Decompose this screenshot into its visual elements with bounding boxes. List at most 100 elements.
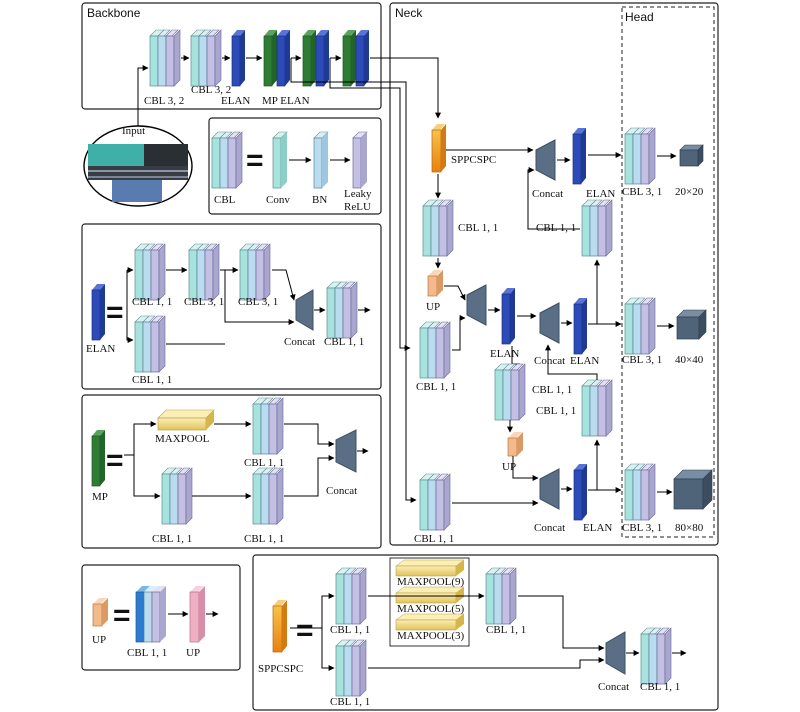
cbl-definition-panel: = CBL Conv BN Leaky ReLU [208, 117, 382, 215]
conv-label: Conv [266, 194, 290, 206]
equals-sign-mp: = [106, 444, 124, 477]
head-cbl-3 [624, 463, 656, 521]
neck-sppcspc-label: SPPCSPC [451, 154, 496, 166]
spp-concat-label: Concat [598, 681, 629, 693]
elan-cbl-3 [239, 243, 271, 301]
sppcspc-definition-panel: SPPCSPC = MAXPOOL(9) MAXPOOL(5) MAXPOOL(… [252, 554, 719, 711]
sppcspc-def-block [272, 600, 287, 653]
neck-concat-mid-label: Concat [534, 355, 565, 367]
neck-cbl-4 [419, 473, 451, 531]
neck-concat-mid [539, 302, 560, 344]
head-size-20: 20×20 [675, 186, 704, 198]
head-outputs: CBL 3, 1 CBL 3, 1 CBL 3, 1 20×20 40×40 8… [622, 127, 713, 534]
head-size-80: 80×80 [675, 522, 704, 534]
elan-cbl-1 [134, 243, 166, 301]
spp-out-label: CBL 1, 1 [640, 681, 680, 693]
neck-elan-1-label: ELAN [490, 348, 519, 360]
maxpool-9-label: MAXPOOL(9) [397, 576, 465, 588]
backbone-elan1 [276, 29, 291, 87]
mp-def-block [91, 429, 106, 487]
elan-cbl-4 [134, 315, 166, 373]
conv-block [272, 131, 288, 189]
backbone-cbl-b [190, 29, 222, 87]
neck-concat-top-label: Concat [532, 188, 563, 200]
neck-sppcspc-block [431, 124, 446, 173]
neck-up-2-label: UP [502, 461, 516, 473]
neck-cbl-2-label: CBL 1, 1 [416, 381, 456, 393]
elan-concat-label: Concat [284, 336, 315, 348]
neck-up-1 [427, 270, 443, 297]
up-cbl-label: CBL 1, 1 [127, 647, 167, 659]
backbone-elan3 [355, 29, 370, 87]
up-def-name: UP [92, 634, 106, 646]
backbone-cbl-a-label: CBL 3, 2 [144, 95, 184, 107]
backbone-mp3 [342, 29, 357, 87]
maxpool-3-block [395, 613, 465, 631]
elan-def-block [91, 283, 106, 341]
elan-definition-panel: ELAN = CBL 1, 1 CBL 3, 1 CBL 3, 1 CBL 1,… [81, 223, 382, 390]
neck-elan-top-label: ELAN [586, 188, 615, 200]
leaky-label: Leaky [344, 188, 372, 200]
elan-cbl-1-label: CBL 1, 1 [132, 296, 172, 308]
input-image: Input [83, 125, 193, 207]
neck-elan-top [572, 127, 587, 185]
spp-cbl-top-label: CBL 1, 1 [330, 624, 370, 636]
mp-bot-cbl-1 [161, 467, 193, 525]
elan-cbl-3-label: CBL 3, 1 [238, 296, 278, 308]
mp-bot-cbl-1-label: CBL 1, 1 [152, 533, 192, 545]
backbone-cbl-b-label: CBL 3, 2 [191, 84, 231, 96]
mp-concat [335, 429, 357, 473]
neck-concat-bot-label: Concat [534, 522, 565, 534]
head-size-40: 40×40 [675, 354, 704, 366]
neck-cbl-2 [419, 321, 451, 379]
equals-sign-sppcspc: = [296, 614, 314, 647]
neck-elan-mid [573, 297, 588, 355]
backbone-cbl-a [149, 29, 181, 87]
mp-def-name: MP [92, 491, 108, 503]
neck-up-2 [507, 432, 523, 457]
neck-up-1-label: UP [426, 301, 440, 313]
mp-concat-label: Concat [326, 485, 357, 497]
up-definition-panel: UP = CBL 1, 1 UP [81, 564, 241, 671]
spp-cbl-mid [485, 567, 517, 625]
neck-elan-bot [573, 463, 588, 521]
head-region [621, 6, 715, 538]
backbone-panel: Backbone CBL 3, 2 CBL 3, 2 ELAN MP ELAN [81, 2, 382, 130]
neck-cbl-1-label: CBL 1, 1 [458, 222, 498, 234]
output-cube-40 [676, 309, 707, 340]
maxpool-block [157, 409, 215, 431]
backbone-mp-elan-label: MP ELAN [262, 95, 310, 107]
neck-cbl-back-top-label: CBL 1, 1 [536, 222, 576, 234]
neck-cbl-3a-label: CBL 1, 1 [532, 384, 572, 396]
neck-cbl-3 [494, 363, 526, 421]
backbone-title: Backbone [87, 6, 141, 20]
neck-cbl-back-top [581, 199, 613, 257]
neck-elan-1 [501, 287, 516, 345]
bn-block [313, 131, 329, 189]
elan-concat [295, 289, 314, 331]
elan-cbl-2 [188, 243, 220, 301]
elan-cbl-2-label: CBL 3, 1 [184, 296, 224, 308]
backbone-elan-label: ELAN [221, 95, 250, 107]
spp-concat [605, 631, 626, 675]
equals-sign-cbl: = [246, 144, 264, 177]
maxpool-9-block [395, 559, 465, 577]
backbone-mp1 [263, 29, 278, 87]
head-cbl-1-label: CBL 3, 1 [622, 186, 662, 198]
neck-cbl-4-label: CBL 1, 1 [414, 533, 454, 545]
neck-concat-top [535, 139, 556, 181]
up-def-block [92, 598, 108, 627]
head-cbl-2 [624, 297, 656, 355]
maxpool-5-label: MAXPOOL(5) [397, 603, 465, 615]
mp-bot-cbl-2 [252, 467, 284, 525]
neck-cbl-3b-label: CBL 1, 1 [536, 405, 576, 417]
elan-def-name: ELAN [86, 343, 115, 355]
elan-out-cbl [326, 281, 358, 339]
spp-cbl-bottom-label: CBL 1, 1 [330, 696, 370, 708]
mp-top-cbl [252, 397, 284, 455]
bn-label: BN [312, 194, 327, 206]
spp-out-cbl [640, 627, 672, 685]
spp-cbl-bottom [335, 639, 367, 697]
maxpool-5-block [395, 586, 465, 604]
